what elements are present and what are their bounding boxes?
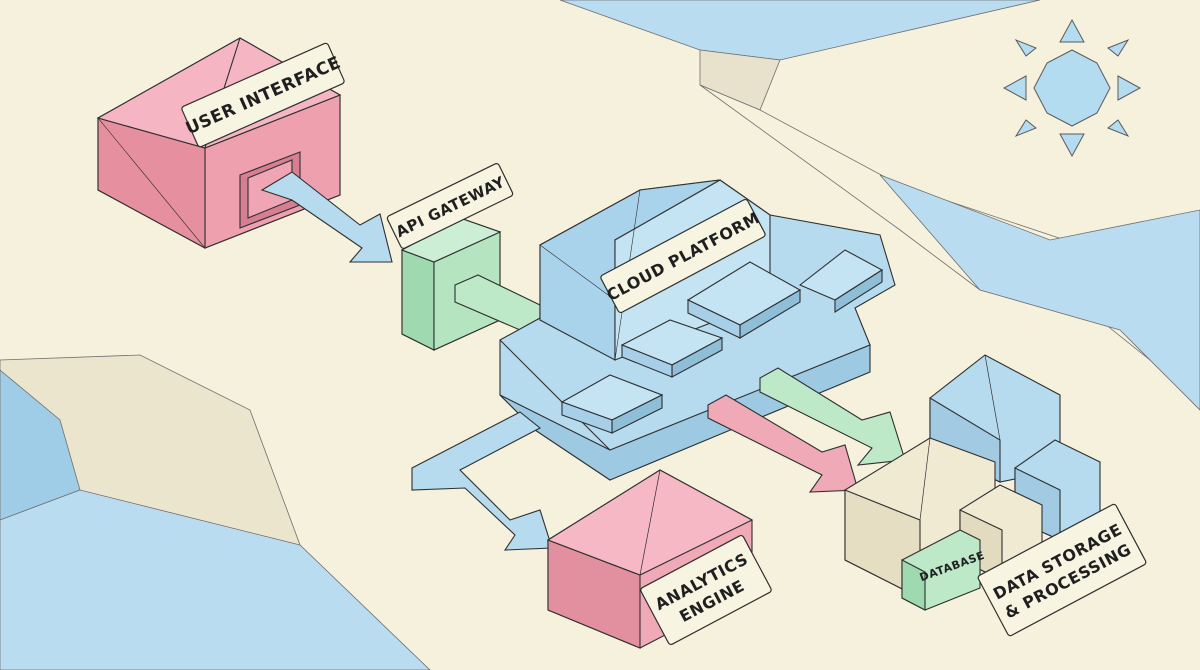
data-storage-cluster [844, 354, 1101, 611]
sun-icon [1002, 18, 1142, 158]
arrow-cloud-to-analytics [411, 411, 553, 551]
arrow-ui-to-gateway [260, 171, 393, 263]
label-analytics-engine: ANALYTICS ENGINE [640, 534, 772, 646]
